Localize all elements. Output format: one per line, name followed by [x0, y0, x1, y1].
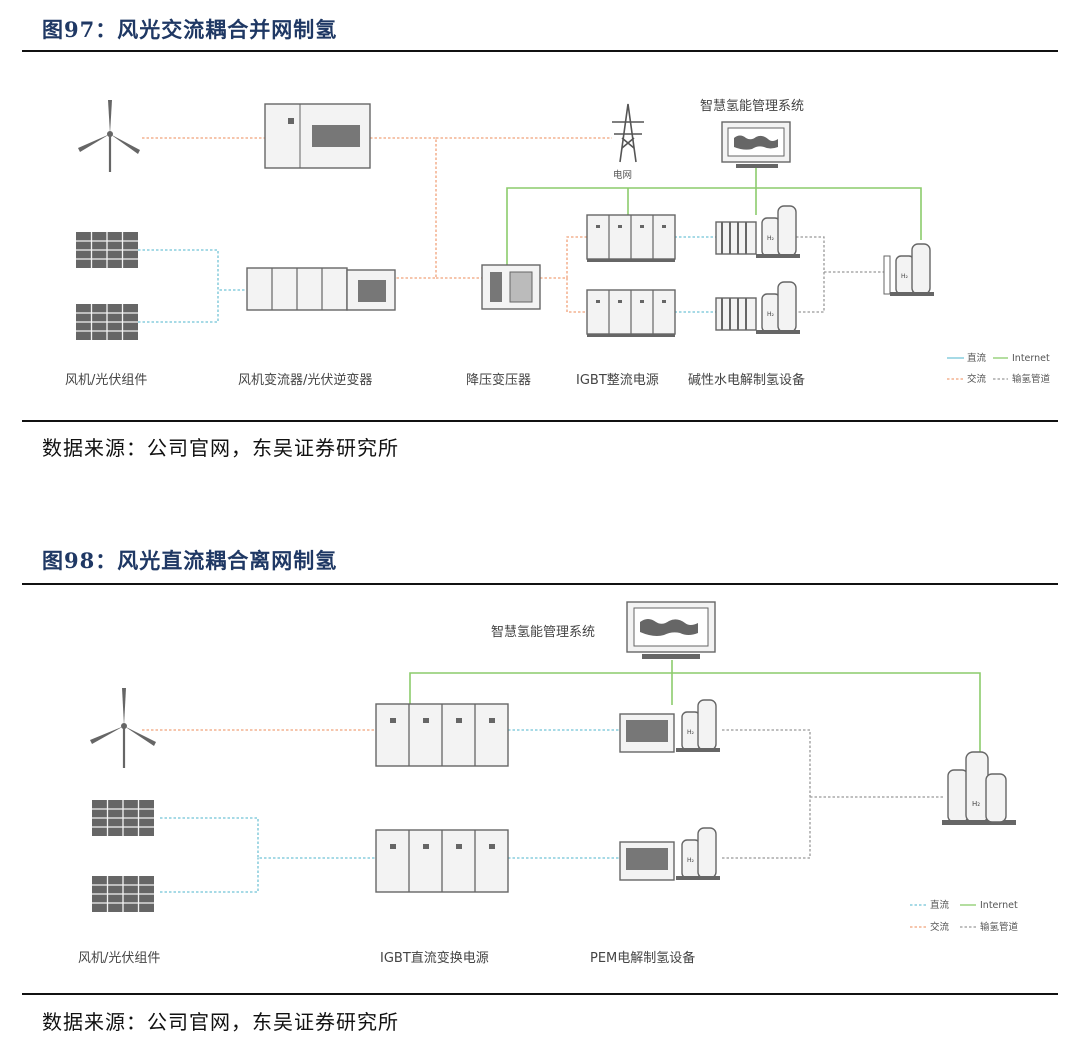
- transmission-tower-icon: [612, 103, 644, 163]
- wind-pv-label: 风机/光伏组件: [65, 373, 147, 388]
- electrolyzer-icon: [619, 827, 721, 881]
- electrolyzer-icon: [619, 699, 721, 753]
- svg-text:输氢管道: 输氢管道: [1012, 373, 1051, 385]
- svg-text:Internet: Internet: [1012, 353, 1050, 364]
- svg-text:直流: 直流: [930, 899, 950, 911]
- solar-panel-icon: [91, 875, 155, 913]
- solar-panel-icon: [75, 303, 139, 341]
- wind-turbine-icon: [90, 688, 156, 768]
- wind-pv-label: 风机/光伏组件: [78, 951, 160, 966]
- figure-98-title: 图98：风光直流耦合离网制氢: [42, 548, 338, 573]
- grid-label: 电网: [613, 169, 632, 181]
- figure-98-source: 数据来源：公司官网，东吴证券研究所: [42, 1010, 399, 1034]
- alkaline-label: 碱性水电解制氢设备: [688, 372, 805, 388]
- figure-97-source: 数据来源：公司官网，东吴证券研究所: [42, 436, 399, 460]
- electrolyzer-icon: [715, 281, 801, 335]
- hydrogen-tank-icon: H₂: [942, 751, 1016, 825]
- solar-panel-icon: [91, 799, 155, 837]
- svg-text:交流: 交流: [930, 921, 950, 933]
- inverter-icon: [264, 103, 371, 169]
- figure-98-diagram: 智慧氢能管理系统 H₂ 风机/光伏组件 IGBT直流变换电源 PEM电解制氢设备…: [78, 601, 1019, 966]
- hydrogen-tank-icon: [883, 243, 935, 297]
- svg-text:H₂: H₂: [972, 800, 980, 808]
- rectifier-cabinet-icon: [586, 289, 676, 338]
- transformer-icon: [481, 264, 541, 310]
- rectifier-cabinet-icon: [375, 829, 509, 893]
- igbt-dc-label: IGBT直流变换电源: [380, 950, 489, 966]
- pem-label: PEM电解制氢设备: [590, 950, 695, 966]
- figure-97-diagram: H₂ 电网: [65, 98, 1051, 388]
- step-down-label: 降压变压器: [466, 372, 531, 388]
- svg-text:交流: 交流: [967, 373, 987, 385]
- solar-panel-icon: [75, 231, 139, 269]
- legend: 直流 Internet 交流 输氢管道: [910, 899, 1019, 933]
- svg-text:Internet: Internet: [980, 900, 1018, 911]
- svg-text:输氢管道: 输氢管道: [980, 921, 1019, 933]
- figure-97-title: 图97：风光交流耦合并网制氢: [42, 17, 338, 42]
- figure-97-bottom-rule: [22, 420, 1058, 422]
- wind-turbine-icon: [78, 100, 140, 172]
- converter-label: 风机变流器/光伏逆变器: [238, 372, 372, 388]
- figure-98-top-rule: [22, 583, 1058, 585]
- monitor-map-icon: [626, 601, 716, 659]
- figure-98-bottom-rule: [22, 993, 1058, 995]
- mgmt-system-label: 智慧氢能管理系统: [700, 98, 804, 114]
- igbt-label: IGBT整流电源: [576, 373, 659, 388]
- rectifier-cabinet-icon: [586, 214, 676, 263]
- svg-text:直流: 直流: [967, 352, 987, 364]
- figure-97-top-rule: [22, 50, 1058, 52]
- legend: 直流 Internet 交流 输氢管道: [947, 352, 1051, 385]
- rectifier-cabinet-icon: [375, 703, 509, 767]
- electrolyzer-icon: [715, 205, 801, 259]
- monitor-map-icon: [721, 121, 791, 168]
- converter-cabinets-icon: [246, 267, 396, 311]
- mgmt-system-label: 智慧氢能管理系统: [491, 624, 595, 640]
